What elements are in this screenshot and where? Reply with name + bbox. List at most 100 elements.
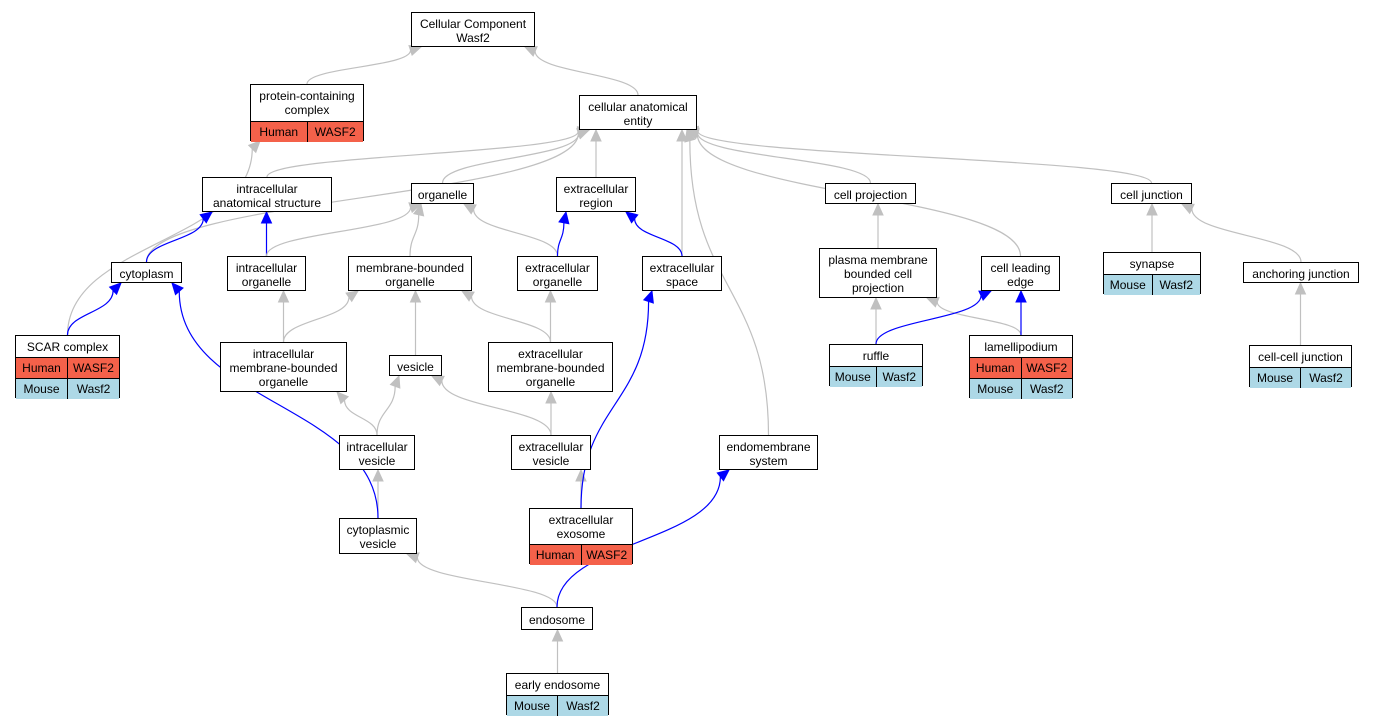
node-cae[interactable]: cellular anatomical entity xyxy=(579,95,697,130)
node-exspace[interactable]: extracellular space xyxy=(642,256,722,291)
arrowhead xyxy=(199,211,213,224)
arrowhead xyxy=(558,210,570,225)
edge-exves-to-vesicle xyxy=(441,380,552,436)
edge-exmbo-to-mbo xyxy=(470,296,552,343)
node-cle[interactable]: cell leading edge xyxy=(981,256,1060,291)
edge-endosome-to-cytves xyxy=(416,557,558,608)
arrowhead xyxy=(247,140,261,154)
node-intves[interactable]: intracellular vesicle xyxy=(339,435,415,470)
node-label: intracellular membrane-bounded organelle xyxy=(229,347,338,389)
node-label: intracellular organelle xyxy=(235,260,298,289)
node-mbo[interactable]: membrane-bounded organelle xyxy=(348,256,472,291)
edge-ias-to-cae xyxy=(266,131,579,178)
species-cell: Mouse xyxy=(1109,278,1146,292)
node-label: extracellular region xyxy=(563,181,629,210)
species-cell: Human xyxy=(259,125,299,139)
arrowhead xyxy=(870,296,882,310)
node-pmbcp[interactable]: plasma membrane bounded cell projection xyxy=(819,248,937,298)
species-cell: Mouse xyxy=(977,382,1014,396)
node-exves[interactable]: extracellular vesicle xyxy=(511,435,591,470)
node-label: cytoplasmic vesicle xyxy=(346,523,410,551)
arrowhead xyxy=(336,391,350,405)
gene-cell: Wasf2 xyxy=(1151,275,1201,295)
node-label: cell-cell junction xyxy=(1258,349,1343,364)
node-organelle[interactable]: organelle xyxy=(411,183,474,204)
node-label: vesicle xyxy=(397,359,434,374)
arrowhead xyxy=(625,211,639,224)
node-exmbo[interactable]: extracellular membrane-bounded organelle xyxy=(488,342,613,392)
arrowhead xyxy=(277,289,290,303)
node-cytves[interactable]: cytoplasmic vesicle xyxy=(339,518,417,554)
node-vesicle[interactable]: vesicle xyxy=(389,355,442,376)
edge-exspace-to-exreg xyxy=(634,218,683,257)
node-exorg[interactable]: extracellular organelle xyxy=(517,256,598,291)
arrowhead xyxy=(409,289,422,303)
node-label: extracellular membrane-bounded organelle xyxy=(496,347,605,389)
arrowhead xyxy=(345,290,359,303)
node-ias[interactable]: intracellular anatomical structure xyxy=(202,177,332,212)
arrowhead xyxy=(676,128,688,142)
node-endosome[interactable]: endosome xyxy=(521,607,593,630)
arrowhead xyxy=(260,210,273,224)
species-cell: Human xyxy=(975,361,1015,375)
node-cytoplasm[interactable]: cytoplasm xyxy=(111,262,182,283)
edge-celljunc-to-cae xyxy=(697,130,1153,184)
edge-cae-to-root xyxy=(534,51,639,96)
edge-endomem-to-cae xyxy=(689,140,770,436)
node-label: membrane-bounded organelle xyxy=(355,260,465,289)
arrowhead xyxy=(978,290,993,302)
arrowhead xyxy=(590,128,602,142)
arrowhead xyxy=(545,390,557,404)
arrowhead xyxy=(716,469,730,482)
node-exreg[interactable]: extracellular region xyxy=(556,177,636,212)
annotation-row: Mouse Wasf2 xyxy=(507,695,608,716)
node-intorg[interactable]: intracellular organelle xyxy=(227,256,306,291)
node-root[interactable]: Cellular Component Wasf2 xyxy=(411,12,535,47)
arrowhead xyxy=(544,289,557,303)
edge-exorg-to-exreg xyxy=(556,222,565,257)
node-label: cell junction xyxy=(1120,187,1183,202)
species-cell: Human xyxy=(535,548,575,562)
edge-imbo-to-mbo xyxy=(282,297,350,343)
node-cellproj[interactable]: cell projection xyxy=(825,183,916,204)
node-anchj[interactable]: anchoring junction xyxy=(1243,262,1359,283)
node-endomem[interactable]: endomembrane system xyxy=(719,435,818,470)
species-cell: Mouse xyxy=(513,699,551,713)
edge-ruffle-to-cle xyxy=(875,295,982,345)
node-label: organelle xyxy=(417,187,468,202)
node-celljunc[interactable]: cell junction xyxy=(1111,183,1192,204)
arrowhead xyxy=(642,289,654,304)
node-imbo[interactable]: intracellular membrane-bounded organelle xyxy=(220,342,347,392)
node-label: extracellular vesicle xyxy=(518,439,584,468)
gene-cell: Wasf2 xyxy=(557,696,608,716)
node-label: endomembrane system xyxy=(726,439,811,468)
edge-cytoplasm-to-ias xyxy=(145,218,204,263)
edge-organelle-to-cae xyxy=(441,133,580,184)
node-label: cell projection xyxy=(833,187,908,202)
edge-exorg-to-organelle xyxy=(473,209,559,257)
edge-cellproj-to-cae xyxy=(696,132,872,184)
node-label: early endosome xyxy=(514,677,601,692)
node-label: intracellular vesicle xyxy=(346,439,408,468)
edge-intves-to-vesicle xyxy=(376,386,396,436)
arrowhead xyxy=(1015,289,1027,303)
edge-mbo-to-organelle xyxy=(409,214,420,257)
gene-cell: Wasf2 xyxy=(67,379,119,399)
annotation-row: Mouse Wasf2 xyxy=(1104,274,1200,295)
arrowhead xyxy=(523,46,538,57)
